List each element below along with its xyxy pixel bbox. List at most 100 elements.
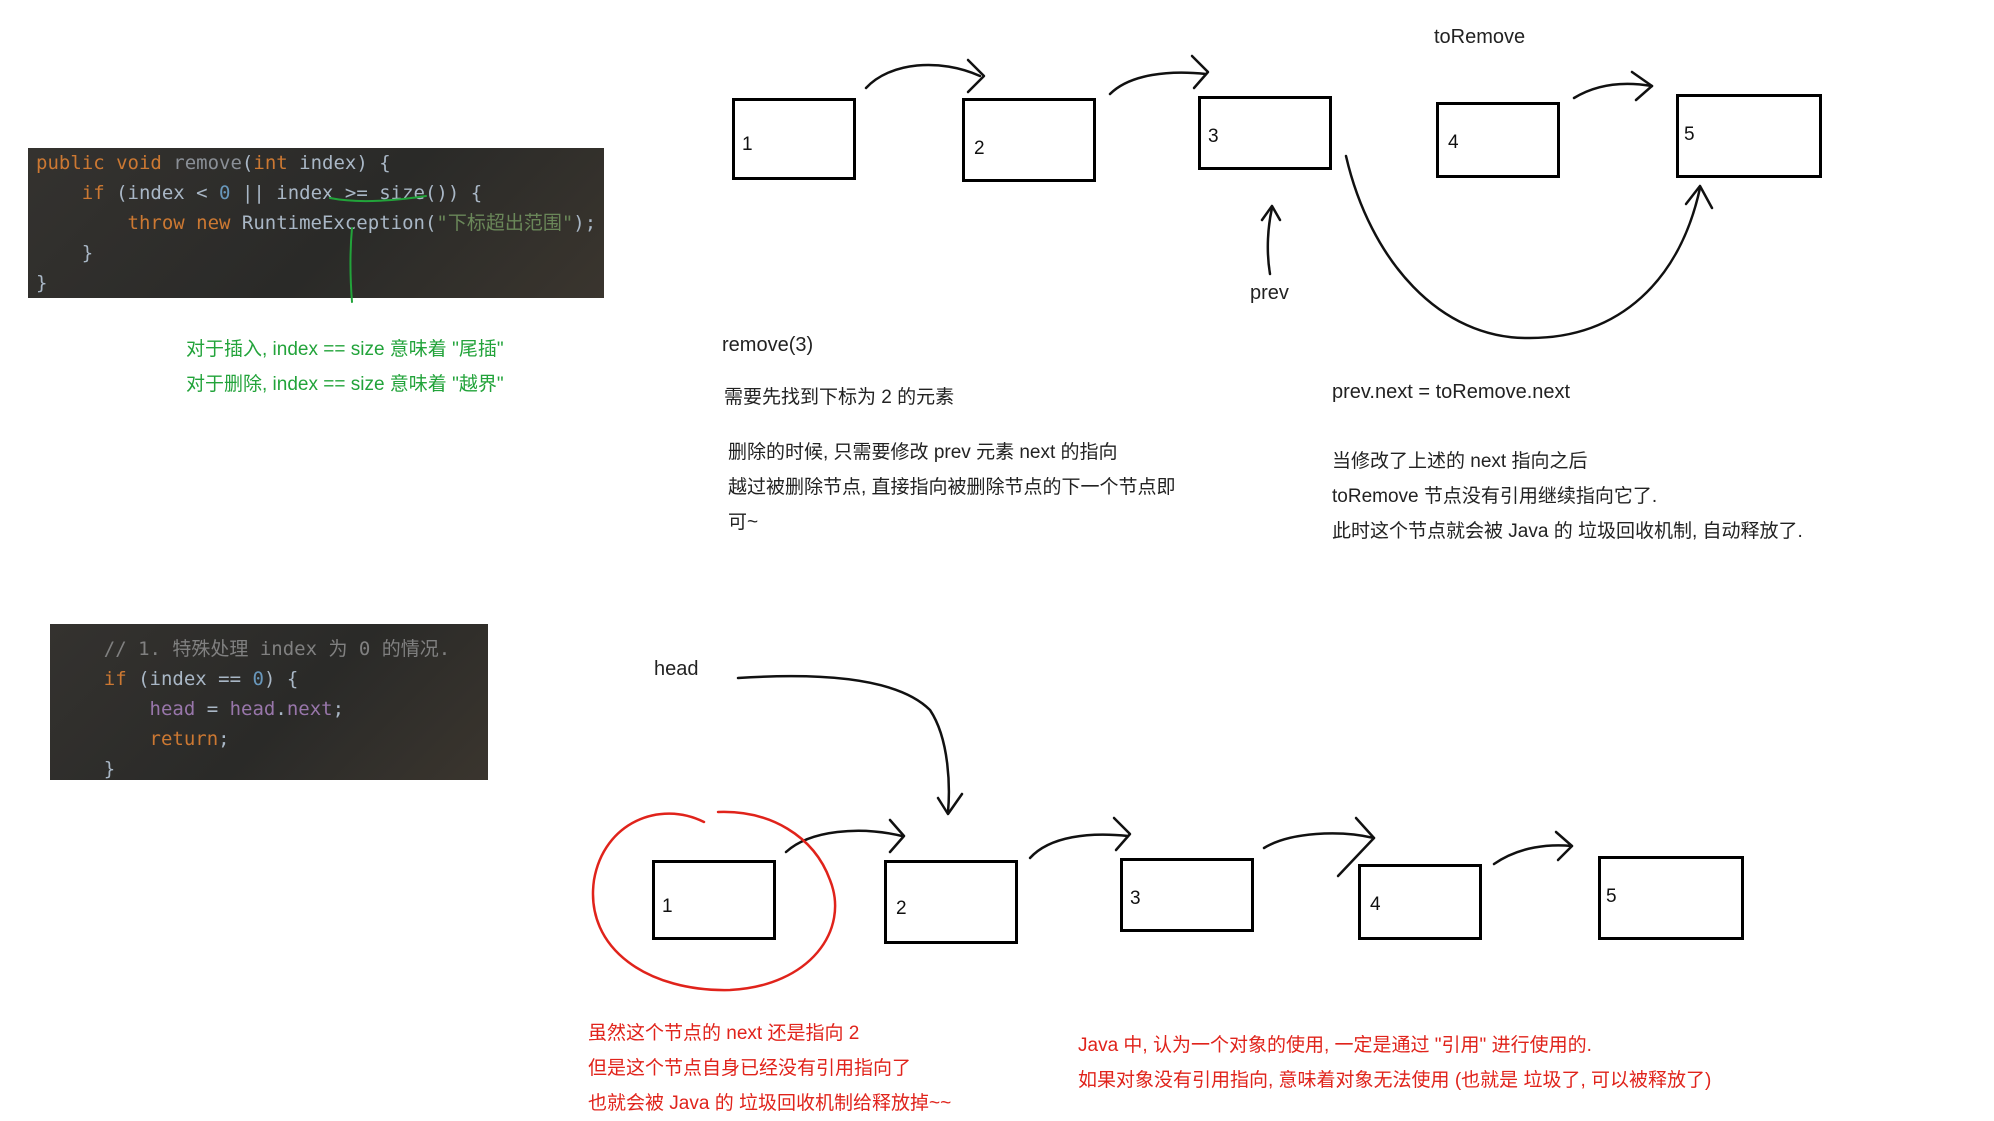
code-top-token: int xyxy=(253,152,300,174)
code-bottom-token: // 1. 特殊处理 index 为 0 的情况. xyxy=(58,638,451,660)
code-bottom-token: if xyxy=(103,668,139,690)
code-bottom-token: . xyxy=(275,698,287,720)
code-top-token: (index < xyxy=(116,182,220,204)
top-node-1-label: 1 xyxy=(742,134,753,155)
java-ref-line-2: 如果对象没有引用指向, 意味着对象无法使用 (也就是 垃圾了, 可以被释放了) xyxy=(1078,1070,1712,1091)
code-bottom-token xyxy=(58,728,150,750)
code-bottom-line-4: return; xyxy=(58,724,488,754)
delete-line-1: 删除的时候, 只需要修改 prev 元素 next 的指向 xyxy=(728,442,1118,463)
code-bottom-line-2: if (index == 0) { xyxy=(58,664,488,694)
arrow-top-1-to-2 xyxy=(864,63,982,90)
code-top-token: void xyxy=(116,152,174,174)
unref-line-2: 但是这个节点自身已经没有引用指向了 xyxy=(588,1058,912,1079)
top-node-5 xyxy=(1676,94,1822,178)
arrow-bottom-1-to-2-head xyxy=(888,818,906,854)
bottom-node-5 xyxy=(1598,856,1744,940)
code-top-token: remove xyxy=(173,152,242,174)
delete-explanation: 删除的时候, 只需要修改 prev 元素 next 的指向 越过被删除节点, 直… xyxy=(728,435,1248,540)
gc-line-1: 当修改了上述的 next 指向之后 xyxy=(1332,451,1588,472)
bottom-node-4-label: 4 xyxy=(1370,894,1381,915)
top-node-5-label: 5 xyxy=(1684,124,1695,145)
bottom-node-1-label: 1 xyxy=(662,896,673,917)
top-node-2 xyxy=(962,98,1096,182)
bottom-node-5-label: 5 xyxy=(1606,886,1617,907)
arrow-top-3-to-5-curve-head xyxy=(1684,184,1714,210)
code-top-token: ); xyxy=(573,212,597,234)
arrow-top-4-to-5 xyxy=(1572,82,1654,100)
code-bottom-line-1: // 1. 特殊处理 index 为 0 的情况. xyxy=(58,634,488,664)
code-bottom-token: = xyxy=(195,698,230,720)
bottom-node-3 xyxy=(1120,858,1254,932)
note-delete-size: 对于删除, index == size 意味着 "越界" xyxy=(186,374,504,395)
java-ref-line-1: Java 中, 认为一个对象的使用, 一定是通过 "引用" 进行使用的. xyxy=(1078,1035,1592,1056)
arrow-top-2-to-3 xyxy=(1108,71,1208,96)
unref-line-3: 也就会被 Java 的 垃圾回收机制给释放掉~~ xyxy=(588,1093,952,1114)
arrow-prev-pointer-head xyxy=(1260,204,1282,222)
arrow-head-pointer-head xyxy=(936,792,964,816)
code-bottom-token: head xyxy=(149,698,196,720)
code-bottom-token: ) { xyxy=(263,668,299,690)
code-bottom-token xyxy=(58,668,104,690)
arrow-bottom-4-to-5 xyxy=(1492,844,1574,866)
code-bottom-token: ; xyxy=(332,698,345,720)
code-top-line-2: if (index < 0 || index >= size()) { xyxy=(36,178,604,208)
code-top-token: new xyxy=(196,212,242,234)
code-panel-remove-bounds-check: public void remove(int index) { if (inde… xyxy=(28,148,604,298)
bottom-node-4 xyxy=(1358,864,1482,940)
arrow-bottom-2-to-3 xyxy=(1028,833,1130,860)
code-bottom-token xyxy=(58,698,150,720)
arrow-bottom-3-to-4 xyxy=(1262,832,1376,850)
gc-explanation: 当修改了上述的 next 指向之后 toRemove 节点没有引用继续指向它了.… xyxy=(1332,444,1803,549)
code-bottom-token: (index == xyxy=(138,668,253,690)
java-reference-note: Java 中, 认为一个对象的使用, 一定是通过 "引用" 进行使用的. 如果对… xyxy=(1078,1028,1711,1098)
top-node-3-label: 3 xyxy=(1208,126,1219,147)
bottom-node-2 xyxy=(884,860,1018,944)
delete-line-3: 可~ xyxy=(728,512,759,533)
arrow-top-2-to-3-head xyxy=(1190,54,1210,90)
code-top-token: public xyxy=(36,152,117,174)
code-top-token xyxy=(36,212,128,234)
arrow-top-1-to-2-head xyxy=(966,58,986,94)
code-top-token: } xyxy=(36,242,94,264)
top-node-2-label: 2 xyxy=(974,138,985,159)
code-top-token: || index >= size()) { xyxy=(230,182,483,204)
code-top-token: "下标超出范围" xyxy=(436,212,574,234)
find-index-text: 需要先找到下标为 2 的元素 xyxy=(724,387,955,408)
code-bottom-token: 0 xyxy=(252,668,264,690)
arrow-bottom-2-to-3-head xyxy=(1112,816,1132,852)
code-top-token: RuntimeException( xyxy=(241,212,437,234)
delete-line-2: 越过被删除节点, 直接指向被删除节点的下一个节点即 xyxy=(728,477,1176,498)
gc-line-3: 此时这个节点就会被 Java 的 垃圾回收机制, 自动释放了. xyxy=(1332,521,1803,542)
code-top-token xyxy=(36,182,82,204)
arrow-head-pointer xyxy=(736,674,951,814)
head-label: head xyxy=(654,658,699,680)
code-bottom-token: head xyxy=(229,698,276,720)
code-top-token: ( xyxy=(241,152,254,174)
arrow-bottom-1-to-2 xyxy=(784,829,904,854)
top-node-3 xyxy=(1198,96,1332,170)
code-bottom-token: next xyxy=(286,698,333,720)
code-top-token: if xyxy=(81,182,117,204)
prev-next-assignment: prev.next = toRemove.next xyxy=(1332,381,1571,403)
top-node-4-label: 4 xyxy=(1448,132,1459,153)
insert-delete-size-notes: 对于插入, index == size 意味着 "尾插" 对于删除, index… xyxy=(186,332,504,402)
code-panel-head-special-case: // 1. 特殊处理 index 为 0 的情况. if (index == 0… xyxy=(50,624,488,780)
code-bottom-line-3: head = head.next; xyxy=(58,694,488,724)
code-top-token: index) { xyxy=(299,152,391,174)
code-top-token: } xyxy=(36,272,48,294)
arrow-top-4-to-5-head xyxy=(1630,70,1654,102)
top-node-1 xyxy=(732,98,856,180)
code-top-line-4: } xyxy=(36,238,604,268)
code-top-line-5: } xyxy=(36,268,604,298)
arrow-bottom-4-to-5-head xyxy=(1554,830,1574,862)
code-top-line-1: public void remove(int index) { xyxy=(36,148,604,178)
note-insert-size: 对于插入, index == size 意味着 "尾插" xyxy=(186,339,504,360)
code-bottom-line-5: } xyxy=(58,754,488,784)
bottom-node-2-label: 2 xyxy=(896,898,907,919)
gc-line-2: toRemove 节点没有引用继续指向它了. xyxy=(1332,486,1658,507)
code-bottom-token: ; xyxy=(218,728,230,750)
code-bottom-token: return xyxy=(149,728,219,750)
to-remove-label: toRemove xyxy=(1434,26,1526,48)
prev-label: prev xyxy=(1250,282,1289,304)
